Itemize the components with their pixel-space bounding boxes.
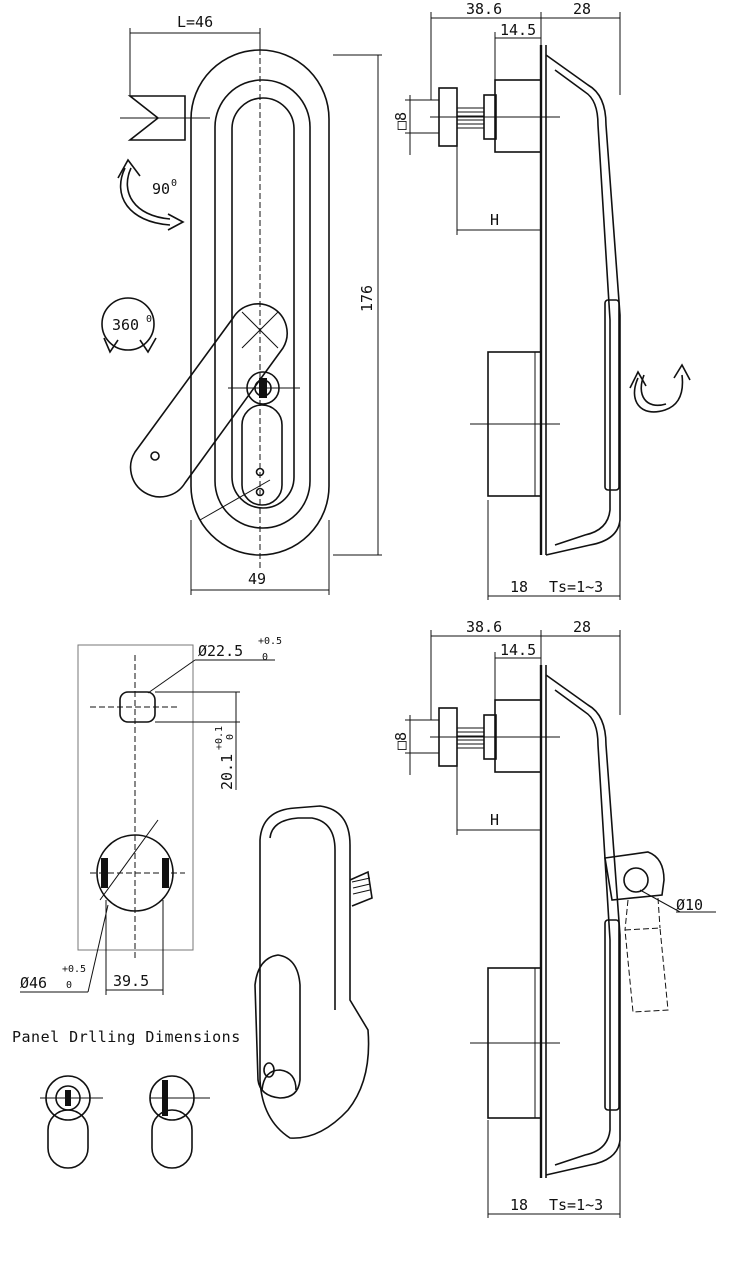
top-dim-14-5: 14.5: [500, 21, 536, 39]
cylinder-slot: [241, 404, 283, 506]
small-hole-2: [255, 487, 265, 497]
bottom-dim-38-6: 38.6: [466, 618, 502, 636]
bottom-dim-14-5: 14.5: [500, 641, 536, 659]
rotation-360-degree: 0: [146, 314, 152, 325]
drill-dim-d46-tol-upper: +0.5: [62, 964, 86, 975]
lever-handle: [129, 303, 288, 498]
dim-49-label: 49: [248, 570, 266, 588]
swing-pivot: [604, 851, 665, 901]
top-boss: [494, 79, 542, 153]
rotation-360-label: 360: [112, 316, 139, 334]
drill-dim-20-1-tol-lower: 0: [225, 734, 236, 740]
body-diagonal: [199, 479, 271, 521]
drill-dim-20-1-tol-upper: +0.1: [214, 726, 225, 750]
rotate-360-arrow-icon: [101, 297, 157, 354]
dim-L-label: L=46: [177, 13, 213, 31]
rotation-90-degree: 0: [171, 178, 177, 189]
rotation-90-label: 90: [152, 180, 170, 198]
top-dim-ts: Ts=1~3: [549, 578, 603, 596]
cylinder-view-1: [40, 1075, 103, 1169]
bottom-dim-H: H: [490, 811, 499, 829]
cylinder-view-2: [149, 1075, 210, 1169]
drill-dim-d46-tol-lower: 0: [66, 980, 72, 991]
drill-dim-d22-5-tol-lower: 0: [262, 652, 268, 663]
bottom-dim-d10: Ø10: [676, 896, 703, 914]
panel-drilling-caption: Panel Drlling Dimensions: [12, 1028, 241, 1046]
top-dim-square-8: □8: [392, 112, 410, 130]
swing-arrow-icon: [629, 363, 691, 413]
top-dim-18: 18: [510, 578, 528, 596]
handle-recess-outline: [231, 97, 295, 509]
square-hole: [119, 691, 156, 723]
bottom-dim-18: 18: [510, 1196, 528, 1214]
dim-176-label: 176: [358, 285, 376, 312]
top-dim-H: H: [490, 211, 499, 229]
side-view-bottom: Ø10 38.6 28 14.5 □8 H 18 Ts=1~3: [392, 618, 716, 1218]
bottom-dim-square-8: □8: [392, 732, 410, 750]
drill-dim-d22-5: Ø22.5: [198, 642, 243, 660]
bottom-dim-28: 28: [573, 618, 591, 636]
drill-dim-d46: Ø46: [20, 974, 47, 992]
panel-drilling-view: Ø22.5 +0.5 0 20.1 +0.1 0 Ø46 +0.5 0 39.5…: [12, 636, 282, 1169]
handle-inner-outline: [214, 79, 311, 529]
drill-dim-d22-5-tol-upper: +0.5: [258, 636, 282, 647]
drill-dim-20-1: 20.1: [218, 754, 236, 790]
latch-blade: [120, 95, 210, 141]
isometric-view: [254, 805, 373, 1139]
top-dim-28: 28: [573, 0, 591, 18]
rotate-90-arrow-icon: [117, 158, 185, 231]
front-view: L=46 176 49 90 0 360 0: [101, 13, 382, 595]
drilling-panel-border: [77, 644, 194, 951]
small-hole-1: [255, 467, 265, 477]
drill-dim-39-5: 39.5: [113, 972, 149, 990]
bottom-boss: [494, 699, 542, 773]
top-dim-38-6: 38.6: [466, 0, 502, 18]
side-view-top: 38.6 28 14.5 □8 H 18 Ts=1~3: [392, 0, 691, 600]
bottom-dim-ts: Ts=1~3: [549, 1196, 603, 1214]
